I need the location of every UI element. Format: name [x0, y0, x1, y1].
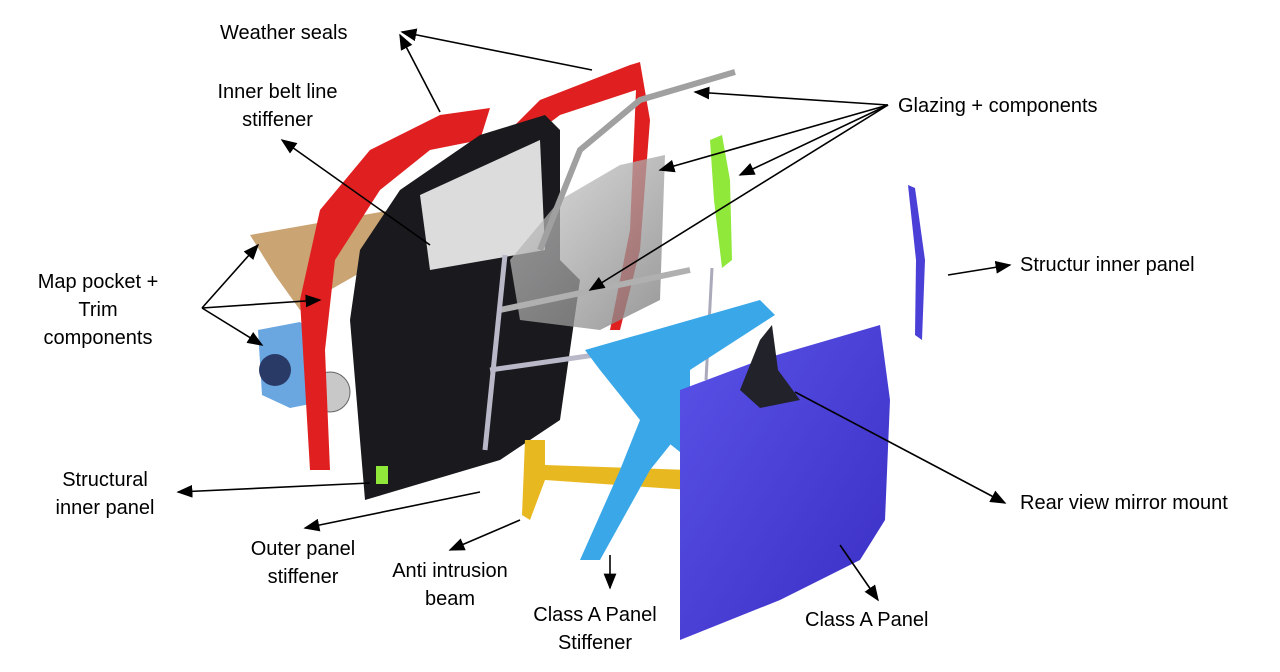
- label-line: Outer panel: [250, 538, 356, 560]
- label-line: Structural: [62, 469, 148, 491]
- label-line: Class A Panel: [533, 604, 657, 626]
- green-strip: [710, 135, 732, 268]
- label-glazing: Glazing + components: [898, 95, 1098, 117]
- label-line: Trim: [78, 299, 118, 321]
- label-line: stiffener: [267, 566, 339, 588]
- label-structural-inner-panel: Structural inner panel: [40, 466, 170, 522]
- label-outer-panel-stiffener: Outer panel stiffener: [233, 535, 373, 591]
- glass-run-channel: [537, 69, 736, 252]
- label-line: stiffener: [242, 109, 313, 131]
- label-line: Anti intrusion: [392, 560, 508, 582]
- label-weather-seals: Weather seals: [220, 22, 348, 44]
- label-line: components: [43, 327, 153, 349]
- class-a-panel: [680, 325, 890, 640]
- leader-arrows: [176, 28, 1012, 602]
- label-line: Stiffener: [557, 632, 633, 654]
- label-class-a-panel-stiffener: Class A Panel Stiffener: [515, 601, 675, 657]
- anti-intrusion-beam: [522, 440, 690, 520]
- mirror-mount: [740, 325, 800, 408]
- label-line: Inner belt line: [217, 81, 338, 103]
- label-inner-belt-line-stiffener: Inner belt line stiffener: [200, 78, 355, 134]
- label-structur-inner-panel: Structur inner panel: [1020, 254, 1195, 276]
- structur-inner-panel: [908, 185, 925, 340]
- speaker: [259, 354, 291, 386]
- label-line: Map pocket +: [37, 271, 159, 293]
- weather-seal-outer: [300, 108, 490, 470]
- label-map-pocket: Map pocket + Trim components: [18, 268, 178, 352]
- green-clip: [376, 466, 388, 484]
- label-line: beam: [424, 588, 476, 610]
- label-anti-intrusion-beam: Anti intrusion beam: [375, 557, 525, 613]
- label-class-a-panel: Class A Panel: [805, 609, 929, 631]
- label-line: inner panel: [55, 497, 155, 519]
- label-rear-view-mirror-mount: Rear view mirror mount: [1020, 492, 1228, 514]
